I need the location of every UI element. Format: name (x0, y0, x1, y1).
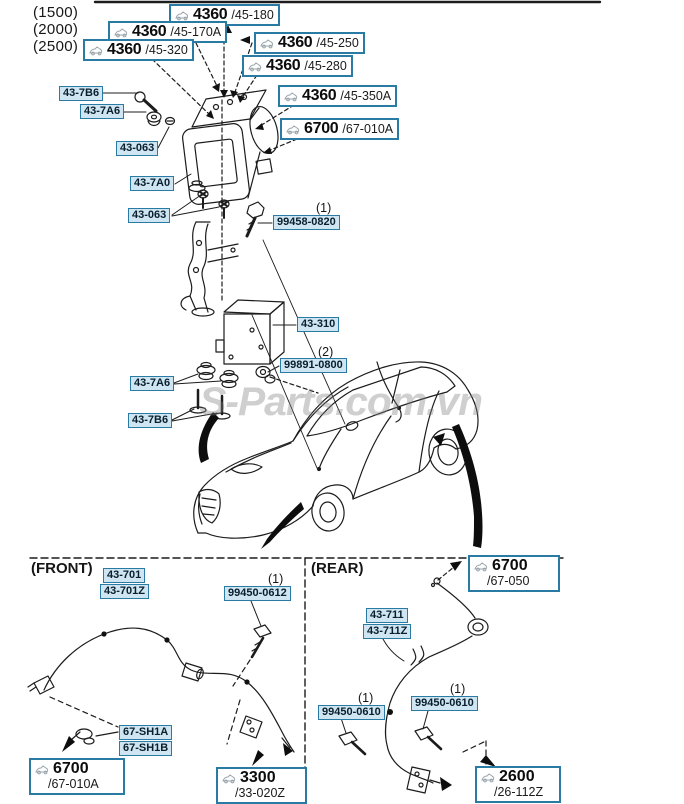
part-box-6700-67-010a-front[interactable]: 6700 /67-010A (29, 758, 125, 795)
quantity-note: (1) (316, 201, 332, 215)
part-box-6700-67-010a[interactable]: 6700/67-010A (280, 118, 400, 140)
engine-variant-2500: (2500) (33, 38, 79, 55)
car-thumbnail-icon (474, 561, 488, 572)
part-suffix: /45-280 (304, 59, 347, 73)
part-suffix: /45-350A (340, 89, 392, 103)
quantity-note: (1) (268, 572, 284, 586)
part-label-99891-0800[interactable]: 99891-0800 (280, 358, 347, 373)
part-box-4360-45-350a[interactable]: 4360/45-350A (278, 85, 398, 107)
part-suffix: /67-050 (487, 574, 530, 588)
part-suffix: /67-010A (342, 122, 394, 136)
part-code: 4360 (302, 87, 337, 104)
rear-sensor-drawing (338, 561, 496, 794)
part-box-4360-45-250[interactable]: 4360/45-250 (254, 32, 365, 54)
part-label-43-7b6-bottom[interactable]: 43-7B6 (128, 413, 173, 428)
car-drawing (193, 361, 479, 539)
part-label-43-7b6-top[interactable]: 43-7B6 (59, 86, 104, 101)
car-thumbnail-icon (248, 61, 262, 72)
flow-arrows (198, 412, 483, 549)
car-thumbnail-icon (222, 773, 236, 784)
part-code: 4360 (193, 6, 228, 23)
part-label-67-sh1a[interactable]: 67-SH1A (119, 725, 173, 740)
grommet-stud-drawings (189, 361, 276, 420)
part-box-3300-33-020z[interactable]: 3300 /33-020Z (216, 767, 307, 804)
part-box-4360-45-320[interactable]: 4360/45-320 (83, 39, 194, 61)
part-code: 4360 (132, 23, 167, 40)
engine-variant-1500: (1500) (33, 4, 79, 21)
part-suffix: /67-010A (48, 777, 99, 791)
part-code: 2600 (499, 768, 535, 785)
front-sensor-drawing (27, 600, 295, 766)
car-thumbnail-icon (286, 124, 300, 135)
part-label-43-063-b[interactable]: 43-063 (128, 208, 171, 223)
car-thumbnail-icon (175, 10, 189, 21)
part-label-43-701z[interactable]: 43-701Z (100, 584, 149, 599)
car-thumbnail-icon (481, 772, 495, 783)
part-label-99450-0610-b[interactable]: 99450-0610 (411, 696, 478, 711)
car-thumbnail-icon (260, 38, 274, 49)
control-module-drawing (215, 299, 285, 365)
quantity-note: (1) (450, 682, 466, 696)
part-label-99458-0820[interactable]: 99458-0820 (273, 215, 340, 230)
part-label-43-711[interactable]: 43-711 (366, 608, 408, 623)
car-thumbnail-icon (284, 91, 298, 102)
part-suffix: /45-320 (145, 43, 188, 57)
part-suffix: /45-170A (170, 25, 222, 39)
part-box-6700-67-050[interactable]: 6700 /67-050 (468, 555, 560, 592)
dashed-callout-lines (151, 25, 319, 394)
part-label-99450-0610-a[interactable]: 99450-0610 (318, 705, 385, 720)
part-label-43-701[interactable]: 43-701 (103, 568, 146, 583)
part-suffix: /33-020Z (235, 786, 286, 800)
part-label-43-7a6-bottom[interactable]: 43-7A6 (130, 376, 175, 391)
part-label-43-063-a[interactable]: 43-063 (116, 141, 159, 156)
part-code: 4360 (278, 34, 313, 51)
front-section-title: (FRONT) (31, 560, 93, 577)
car-thumbnail-icon (35, 764, 49, 775)
part-box-4360-45-280[interactable]: 4360/45-280 (242, 55, 353, 77)
part-label-99450-0612[interactable]: 99450-0612 (224, 586, 291, 601)
abs-unit-drawing (182, 89, 279, 238)
part-label-43-7a6-top[interactable]: 43-7A6 (80, 104, 125, 119)
rear-section-title: (REAR) (311, 560, 364, 577)
car-thumbnail-icon (114, 27, 128, 38)
part-suffix: /45-250 (316, 36, 359, 50)
part-code: 4360 (266, 57, 301, 74)
part-code: 6700 (492, 557, 528, 574)
mounting-bracket-drawing (180, 221, 239, 317)
car-thumbnail-icon (89, 45, 103, 56)
part-code: 6700 (53, 760, 89, 777)
part-box-2600-26-112z[interactable]: 2600 /26-112Z (475, 766, 561, 803)
engine-variant-2000: (2000) (33, 21, 79, 38)
part-label-43-711z[interactable]: 43-711Z (363, 624, 412, 639)
part-label-67-sh1b[interactable]: 67-SH1B (119, 741, 173, 756)
part-suffix: /26-112Z (494, 785, 544, 799)
part-suffix: /45-180 (231, 8, 274, 22)
part-code: 6700 (304, 120, 339, 137)
part-label-43-7a0[interactable]: 43-7A0 (130, 176, 175, 191)
quantity-note: (2) (318, 345, 334, 359)
part-label-43-310[interactable]: 43-310 (297, 317, 340, 332)
quantity-note: (1) (358, 691, 374, 705)
part-code: 3300 (240, 769, 276, 786)
part-code: 4360 (107, 41, 142, 58)
